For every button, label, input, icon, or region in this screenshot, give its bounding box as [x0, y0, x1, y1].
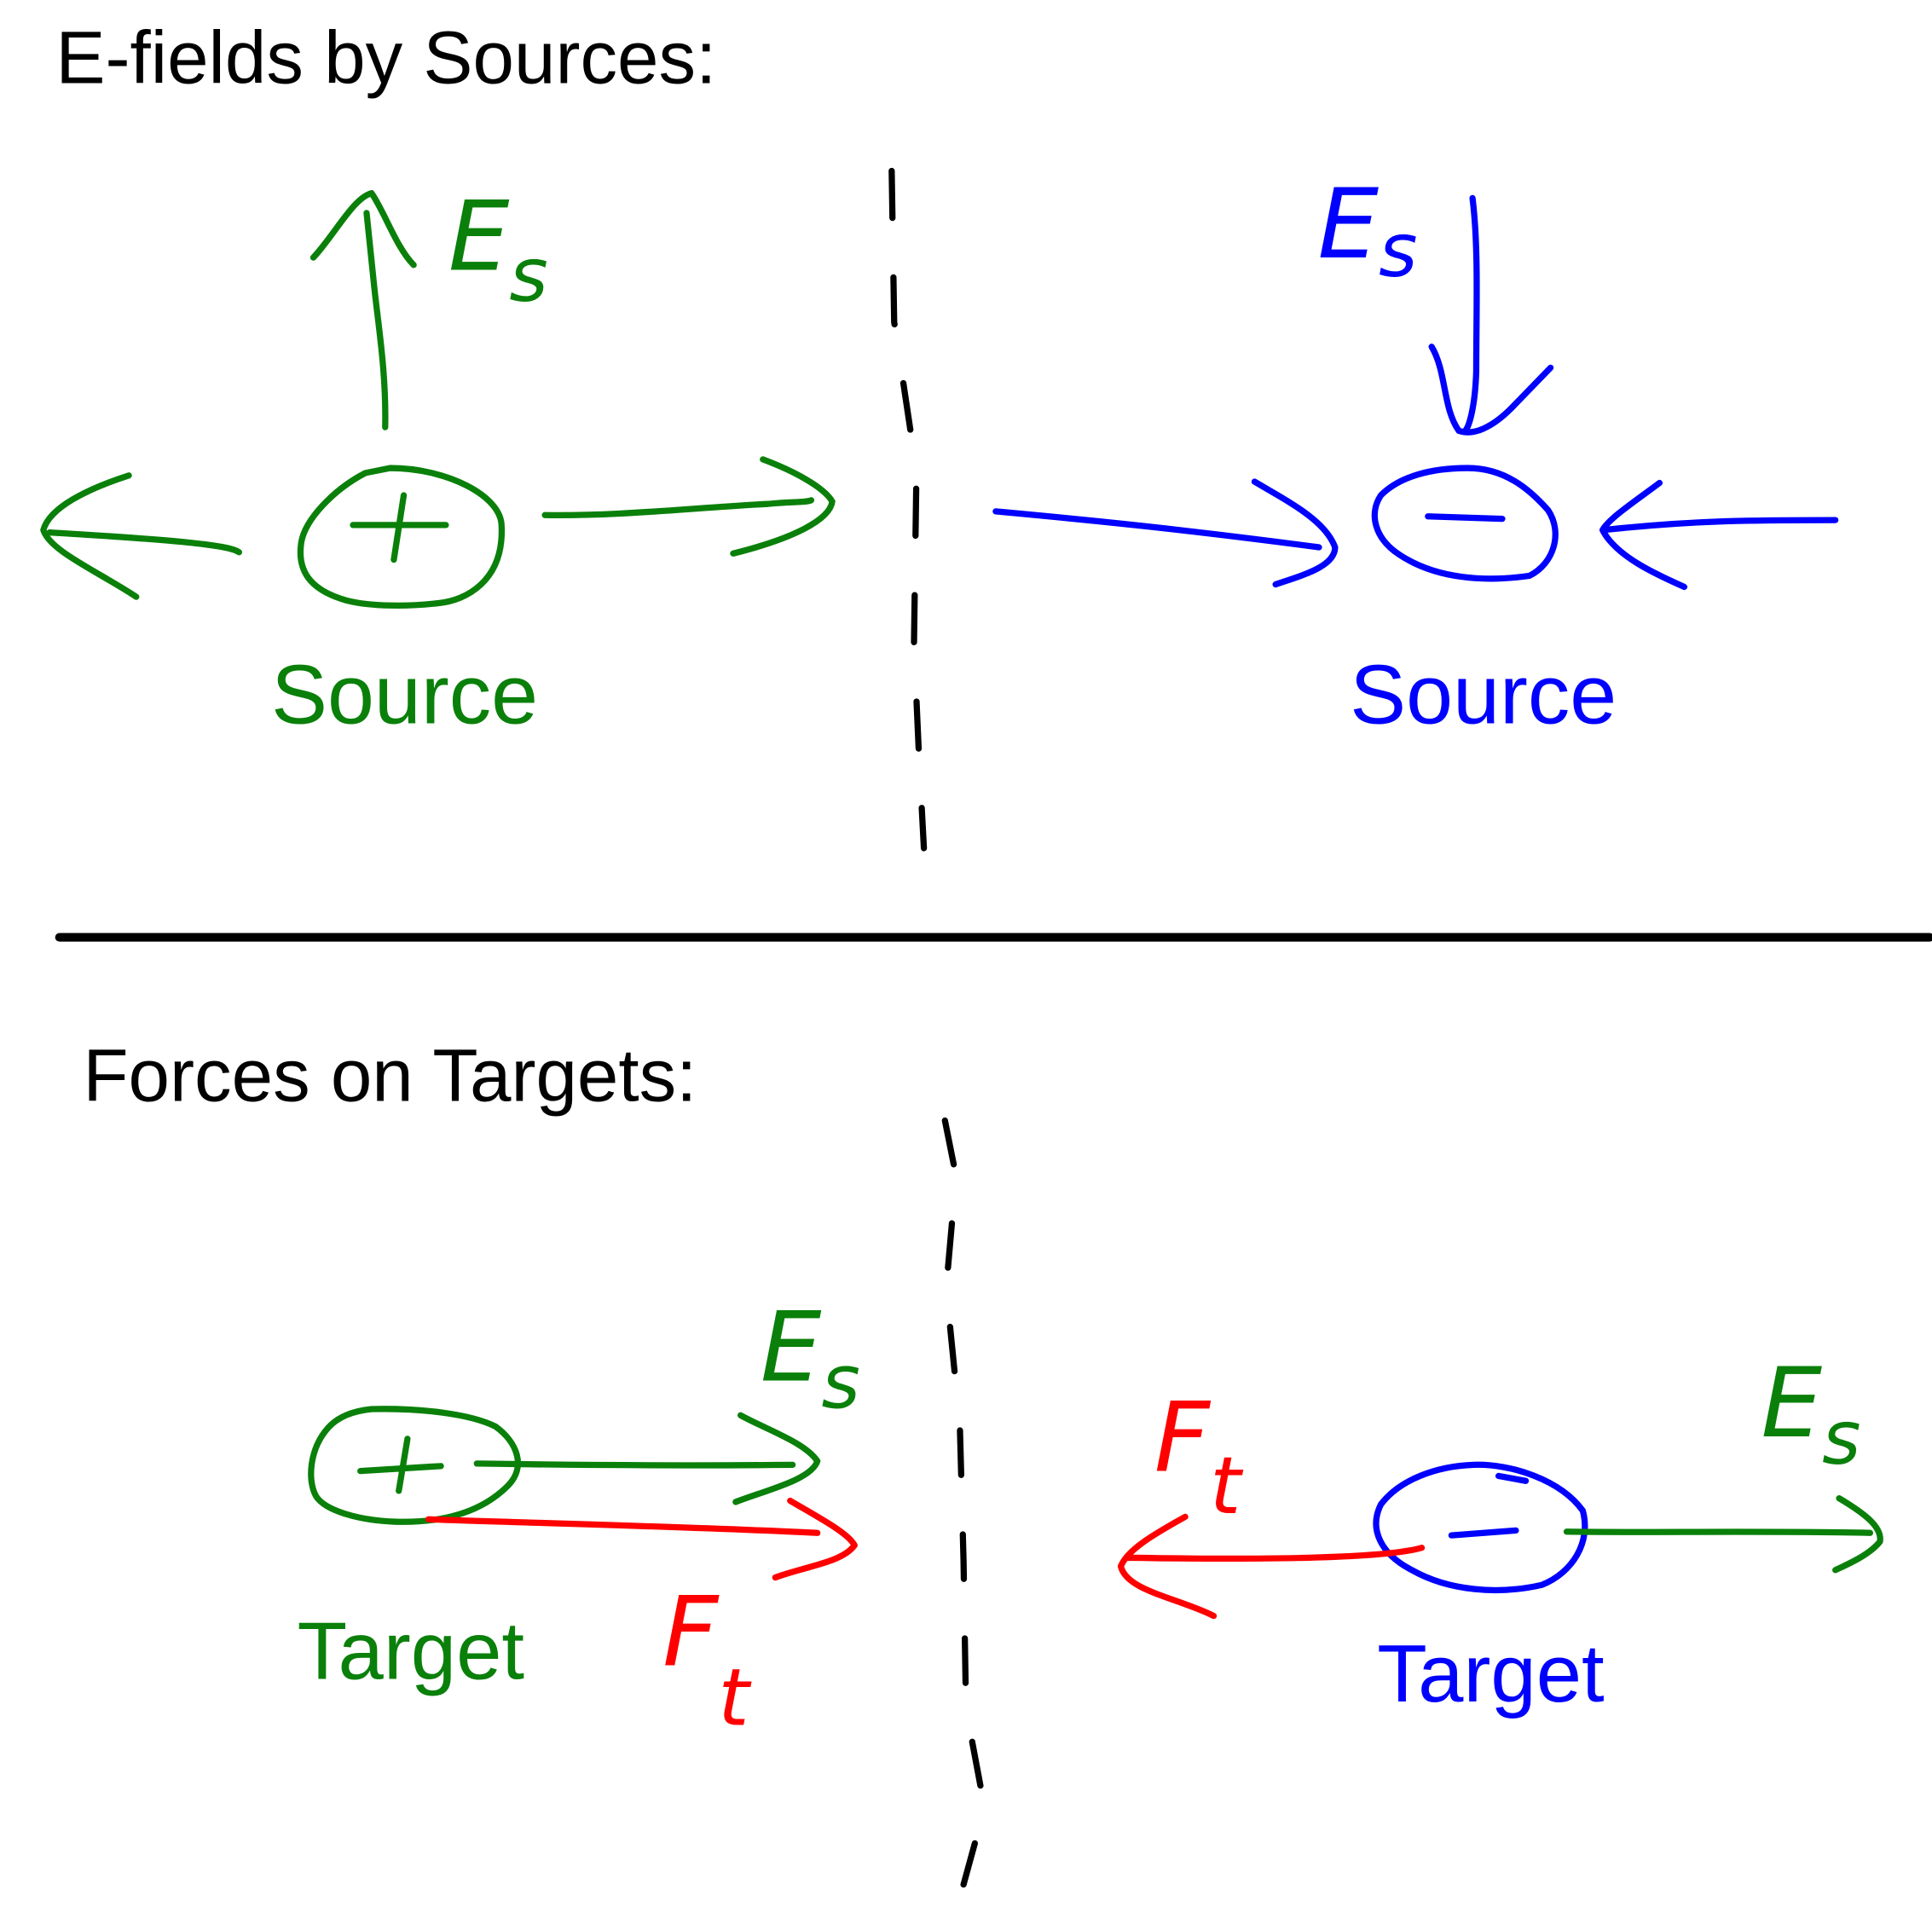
field-arrow-left [40, 472, 242, 600]
minus-sign [1425, 513, 1506, 523]
positive-target-label: Target [298, 1606, 524, 1697]
force-label-ft: Ft [662, 1576, 752, 1744]
negative-source-label: Source [1350, 647, 1617, 741]
negative-target-charge [1373, 1461, 1588, 1593]
dashed-separator-top [888, 167, 928, 852]
minus-sign [1448, 1472, 1530, 1539]
section-title-efields: E-fields by Sources: [55, 16, 716, 99]
force-arrow-left [1117, 1513, 1426, 1620]
positive-source-label: Source [271, 647, 538, 741]
field-arrow-from-right [1599, 479, 1839, 591]
negative-target-label: Target [1377, 1628, 1604, 1719]
negative-source-charge [1371, 465, 1559, 582]
positive-target-charge [308, 1406, 522, 1525]
field-arrow-down [1428, 194, 1554, 436]
field-label-es: Es [761, 1291, 860, 1426]
force-label-ft: Ft [1154, 1382, 1244, 1532]
field-arrow-right [473, 1412, 821, 1505]
field-label-es: Es [1761, 1347, 1861, 1482]
field-label-es: Es [1318, 168, 1418, 294]
positive-source-charge [297, 465, 505, 609]
plus-sign [357, 1436, 444, 1494]
section-title-forces: Forces on Targets: [83, 1034, 697, 1117]
force-arrow-right [425, 1497, 858, 1581]
field-arrow-up [309, 189, 417, 430]
plus-sign [350, 492, 449, 563]
field-arrow-right [1563, 1494, 1883, 1574]
dashed-separator-bottom [941, 1117, 988, 1888]
field-label-es: Es [448, 181, 548, 319]
field-arrow-from-left [992, 478, 1339, 588]
field-arrow-right [541, 456, 836, 557]
